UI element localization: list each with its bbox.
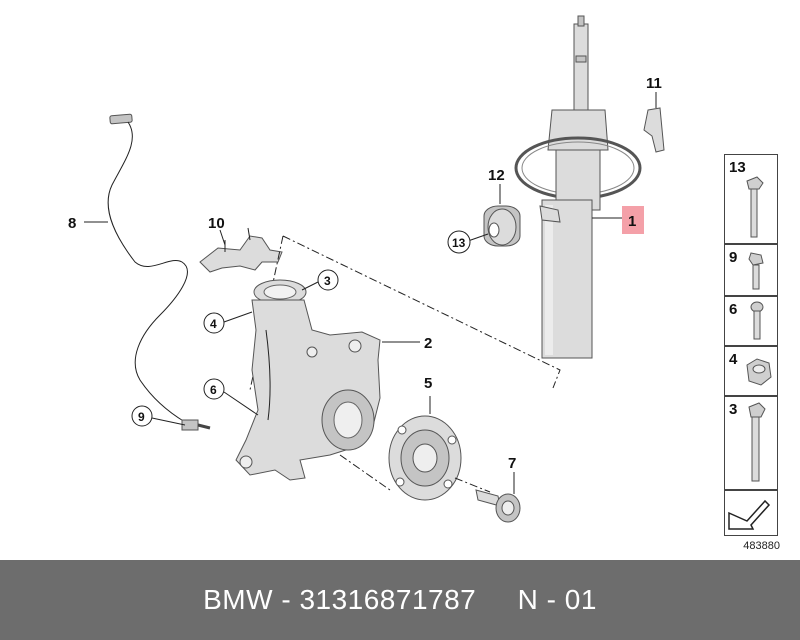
legend-item-9: 9 [724, 244, 778, 296]
bolt-3-icon [748, 402, 766, 482]
callout-8: 8 [68, 215, 76, 232]
steering-knuckle [235, 279, 381, 481]
callout-5: 5 [424, 375, 432, 392]
legend-arrow-box [724, 490, 778, 536]
diagram-code: 483880 [743, 540, 780, 552]
bracket-11 [643, 107, 665, 153]
callout-11: 11 [646, 75, 662, 92]
footer-bar: BMW - 31316871787 N - 01 [0, 560, 800, 640]
exploded-parts-diagram: 8 10 2 3 4 6 9 5 [68, 15, 665, 523]
callout-7: 7 [508, 455, 516, 472]
footer-separator: - [273, 584, 300, 615]
axle-bolt [475, 489, 521, 523]
wheel-hub [388, 415, 462, 501]
footer-gap [476, 584, 517, 616]
bolt-6-icon [750, 301, 764, 340]
legend-item-3: 3 [724, 396, 778, 490]
footer-suffix: N - 01 [517, 584, 597, 615]
callout-2: 2 [424, 335, 432, 352]
callout-6: 6 [210, 383, 217, 397]
callout-10: 10 [208, 215, 225, 232]
shock-absorber-strut [514, 15, 642, 359]
rubber-mount [483, 205, 521, 247]
bolt-9-icon [748, 252, 764, 290]
footer-brand: BMW [203, 584, 274, 615]
legend-item-6: 6 [724, 296, 778, 346]
bracket-10 [199, 227, 283, 273]
callout-12: 12 [488, 167, 505, 184]
legend-item-4: 4 [724, 346, 778, 396]
footer-part-number: 31316871787 [299, 584, 477, 615]
arrow-icon [728, 499, 771, 530]
bolt-13-icon [746, 176, 764, 238]
callout-13: 13 [452, 236, 466, 250]
callout-4: 4 [210, 317, 217, 331]
callout-3: 3 [324, 274, 331, 288]
wheel-speed-sensor-cable [107, 113, 211, 431]
nut-4-icon [746, 358, 772, 386]
callout-9: 9 [138, 410, 145, 424]
highlight-box [622, 206, 644, 234]
legend-item-13: 13 [724, 154, 778, 244]
callout-1: 1 [628, 213, 636, 230]
